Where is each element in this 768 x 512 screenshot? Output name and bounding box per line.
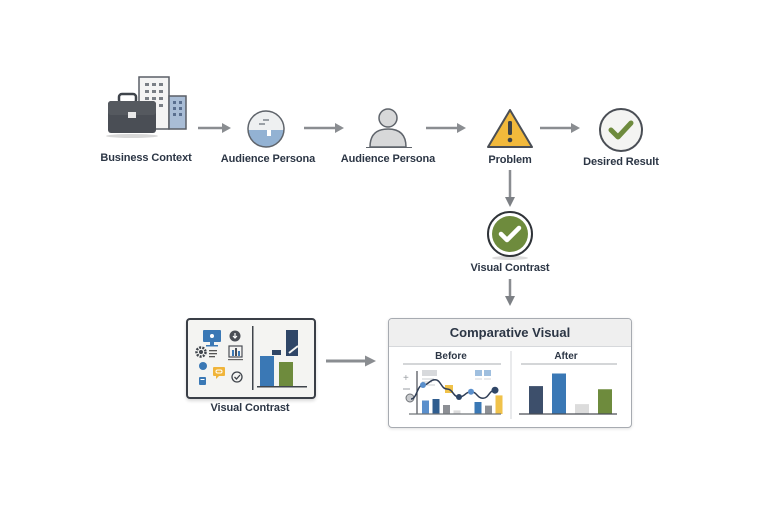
visual-contrast-panel	[186, 318, 316, 399]
before-bar-6	[474, 402, 482, 414]
check-circle-filled-icon	[487, 211, 533, 260]
arrow-down-icon	[505, 170, 515, 207]
label-business-context: Business Context	[100, 152, 192, 164]
arrow-down-icon	[505, 279, 515, 306]
after-bar-A	[529, 386, 543, 414]
after-bar-B	[552, 373, 566, 414]
label-audience-persona-2: Audience Persona	[340, 153, 436, 165]
before-bar-3	[443, 405, 450, 414]
before-line-point	[468, 388, 474, 395]
dashboard-icons-panel	[195, 326, 307, 390]
arrow-right-icon	[326, 355, 376, 367]
after-bar-D	[598, 389, 612, 414]
arrow-right-icon	[426, 123, 466, 133]
before-line-point	[420, 382, 426, 388]
before-label: Before	[435, 351, 467, 362]
label-problem: Problem	[488, 154, 532, 166]
label-audience-persona-1: Audience Persona	[220, 153, 316, 165]
before-bar-2	[432, 399, 440, 414]
label-visual-contrast-panel: Visual Contrast	[210, 402, 290, 414]
comparative-charts: +	[403, 351, 617, 419]
label-visual-contrast-node: Visual Contrast	[470, 262, 550, 274]
after-bar-C	[575, 404, 589, 414]
label-desired-result: Desired Result	[583, 156, 659, 168]
briefcase-buildings-icon	[106, 76, 187, 138]
before-bar-4	[453, 410, 461, 414]
warning-icon	[487, 109, 533, 148]
svg-text:+: +	[403, 373, 409, 384]
arrow-right-icon	[304, 123, 344, 133]
before-line-point	[491, 386, 499, 394]
comparative-visual-panel: Comparative Visual Before After +	[388, 318, 632, 428]
comparative-visual-title: Comparative Visual	[449, 325, 571, 340]
arrow-right-icon	[540, 123, 580, 133]
check-circle-icon	[599, 108, 643, 152]
before-bar-8	[495, 395, 503, 414]
globe-badge-icon	[247, 110, 285, 148]
after-label: After	[554, 351, 578, 362]
arrow-right-icon	[198, 123, 231, 133]
before-bar-7	[485, 405, 492, 414]
before-line-point	[456, 394, 462, 400]
comparative-visual-header: Comparative Visual	[389, 319, 631, 347]
user-icon	[366, 108, 412, 148]
before-bar-1	[422, 400, 429, 414]
